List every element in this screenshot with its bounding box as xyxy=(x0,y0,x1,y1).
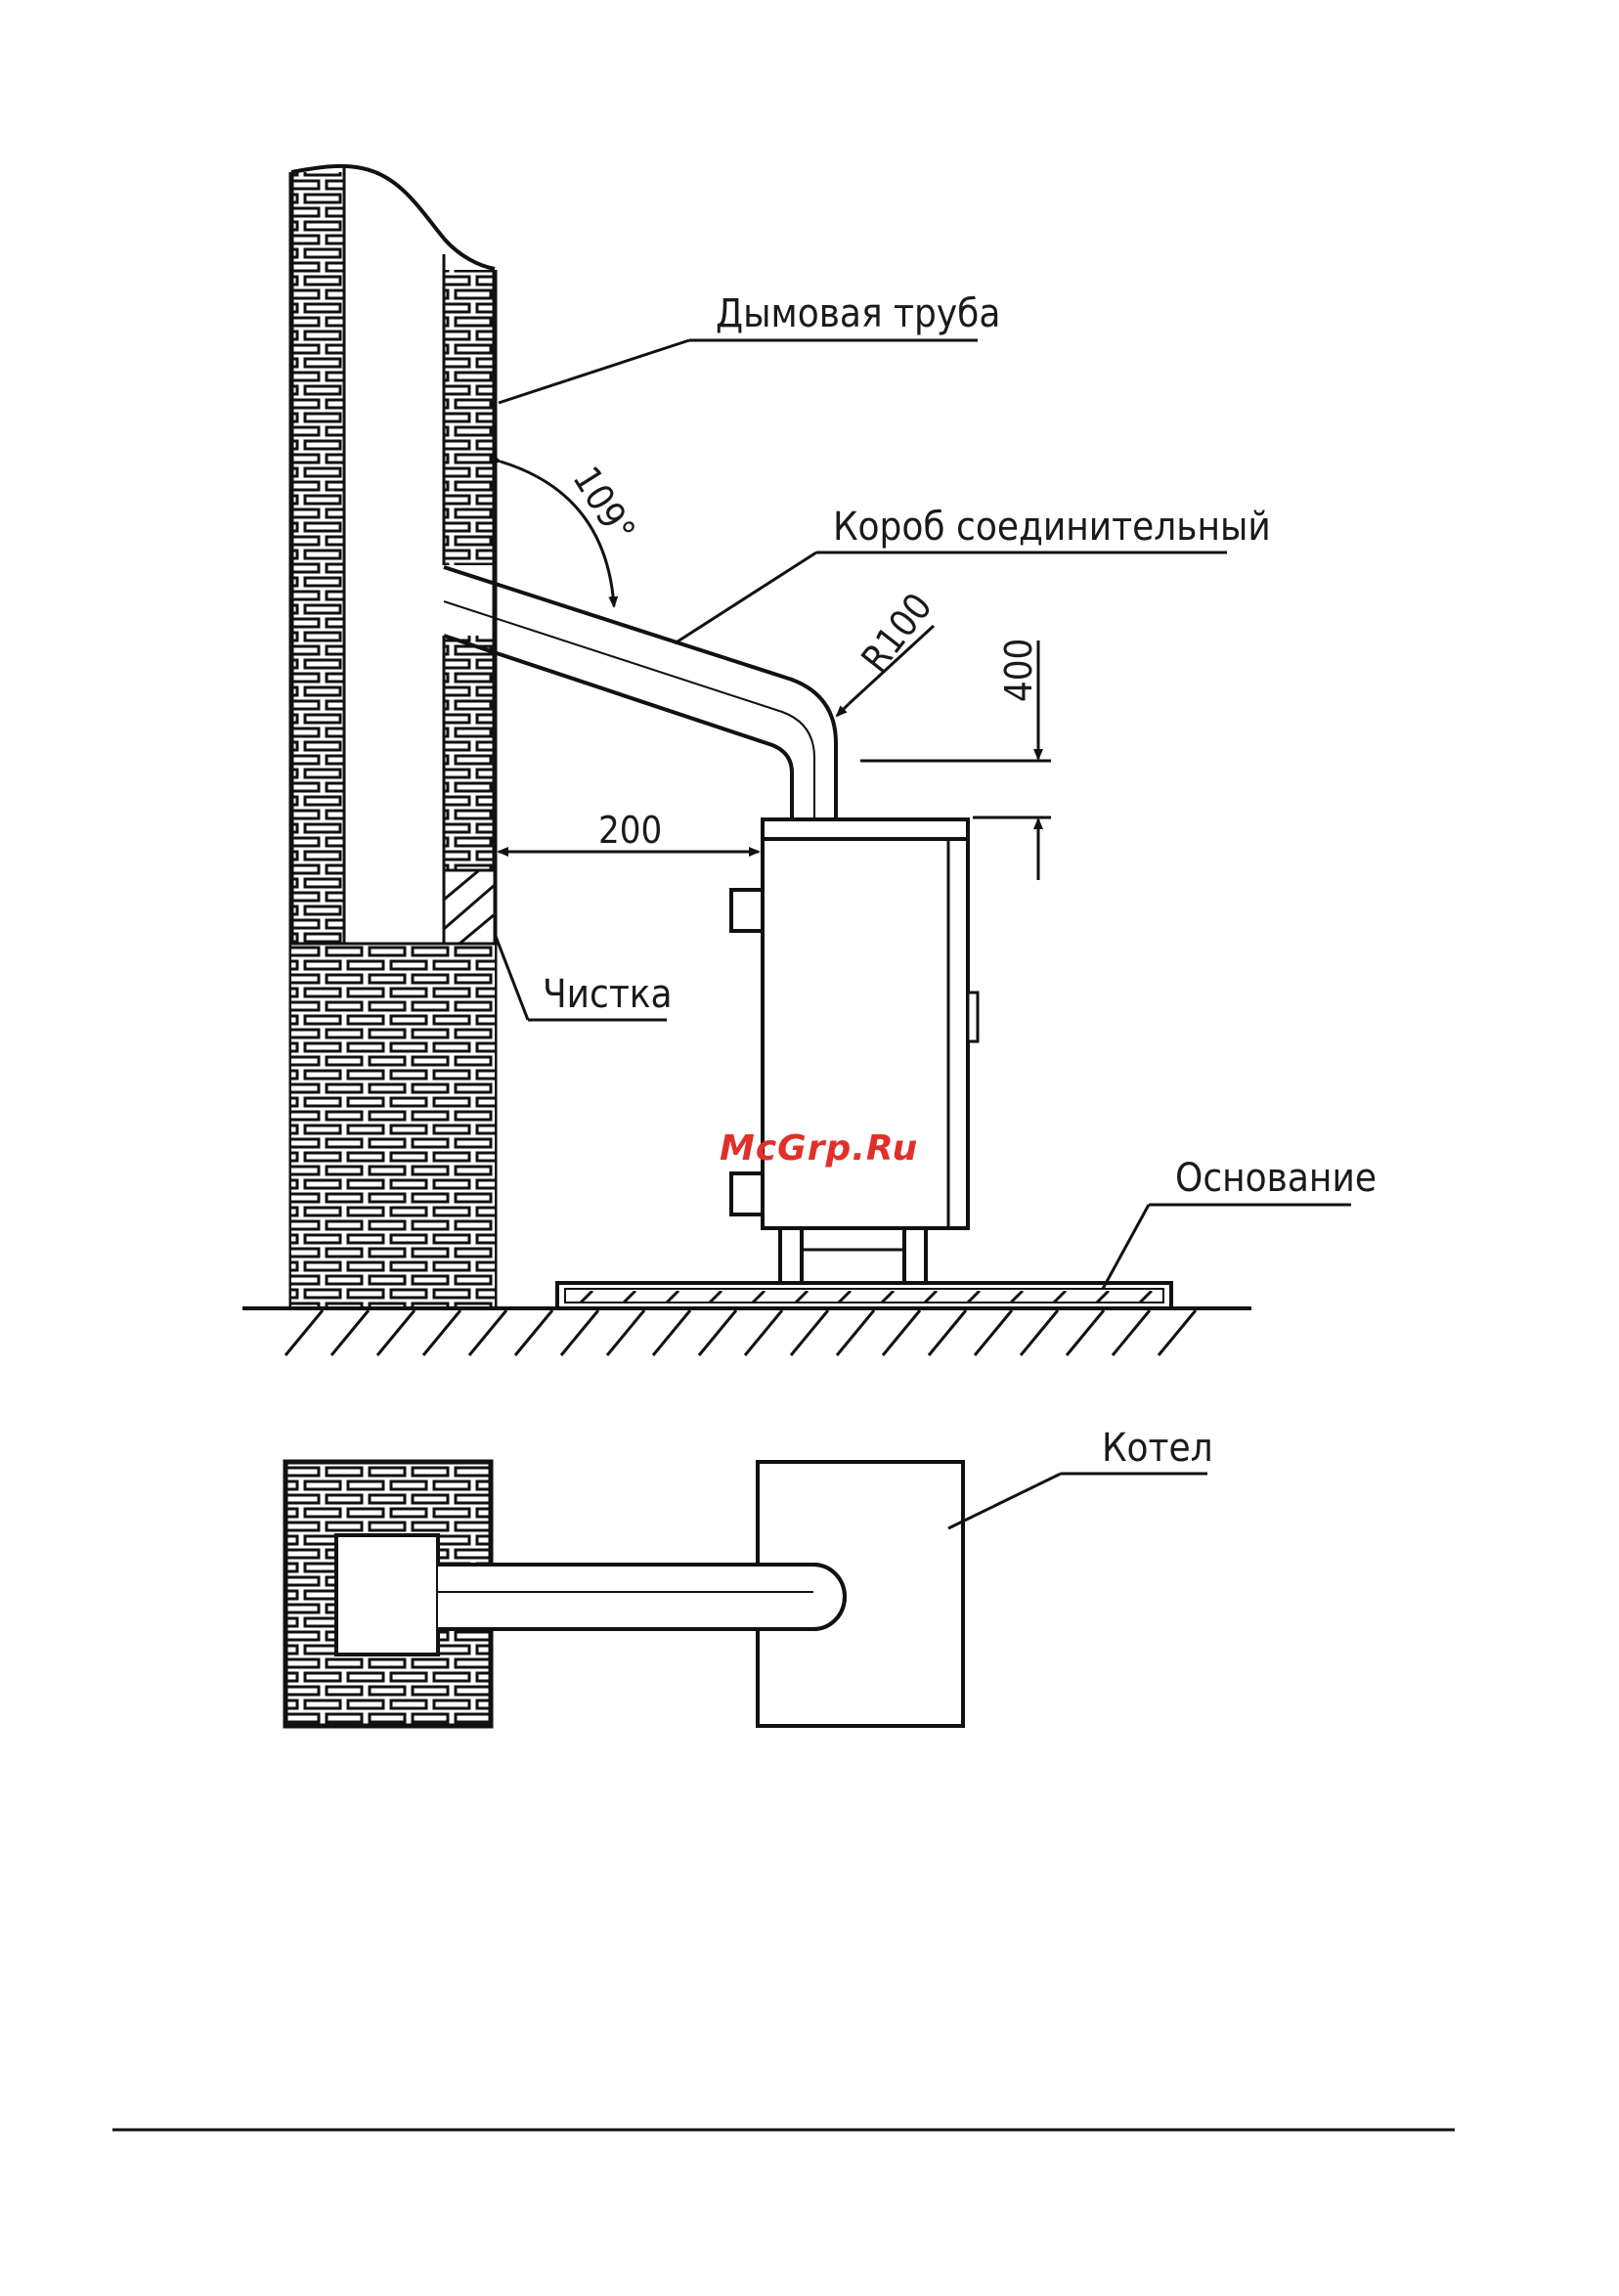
leader-connector: Короб соединительный xyxy=(675,505,1271,643)
label-base: Основание xyxy=(1175,1156,1377,1201)
ground-hatch-stroke xyxy=(515,1310,552,1355)
ground-hatch-stroke xyxy=(1021,1310,1058,1355)
leader-boiler: Котел xyxy=(948,1426,1213,1528)
ground-hatch-stroke xyxy=(607,1310,644,1355)
ground-hatch-stroke xyxy=(745,1310,782,1355)
leader-cleaning: Чистка xyxy=(495,934,673,1020)
ground-hatch-stroke xyxy=(699,1310,736,1355)
ground-hatch-stroke xyxy=(929,1310,966,1355)
label-connector: Короб соединительный xyxy=(833,505,1271,550)
ground-hatch-stroke xyxy=(653,1310,690,1355)
height-value: 400 xyxy=(997,639,1040,702)
ground-hatch-stroke xyxy=(791,1310,828,1355)
angle-dimension: 109° xyxy=(501,459,643,606)
ground-hatch-stroke xyxy=(377,1310,415,1355)
ground-hatch-stroke xyxy=(1113,1310,1150,1355)
connector-pipe-plan xyxy=(438,1565,845,1629)
ground-hatch-stroke xyxy=(1159,1310,1196,1355)
label-chimney: Дымовая труба xyxy=(716,291,1000,336)
ground-hatch-stroke xyxy=(837,1310,874,1355)
ground-hatch-stroke xyxy=(883,1310,920,1355)
plan-view: Котел xyxy=(285,1426,1213,1726)
chimney-base xyxy=(291,944,495,1308)
leader-chimney: Дымовая труба xyxy=(499,291,1000,403)
connector-pipe xyxy=(444,567,836,819)
distance-value: 200 xyxy=(598,809,662,852)
label-cleaning: Чистка xyxy=(543,972,673,1017)
label-boiler: Котел xyxy=(1102,1426,1213,1471)
elevation-view: 109° R100 400 200 Дымовая труба xyxy=(242,166,1377,1355)
base-slab xyxy=(557,1283,1171,1308)
angle-value: 109° xyxy=(564,459,643,550)
leader-base: Основание xyxy=(1103,1156,1377,1289)
ground-hatching xyxy=(285,1310,1196,1355)
ground-hatch-stroke xyxy=(561,1310,598,1355)
ground-hatch-stroke xyxy=(331,1310,369,1355)
ground-hatch-stroke xyxy=(285,1310,323,1355)
boiler-elevation xyxy=(731,819,978,1283)
distance-dimension: 200 xyxy=(499,809,759,852)
ground xyxy=(242,1308,1251,1355)
cleaning-hatch xyxy=(444,870,495,944)
ground-hatch-stroke xyxy=(975,1310,1012,1355)
ground-hatch-stroke xyxy=(469,1310,506,1355)
ground-hatch-stroke xyxy=(423,1310,460,1355)
ground-hatch-stroke xyxy=(1067,1310,1104,1355)
radius-dimension: R100 xyxy=(837,585,941,716)
watermark: McGrp.Ru xyxy=(720,1128,918,1169)
